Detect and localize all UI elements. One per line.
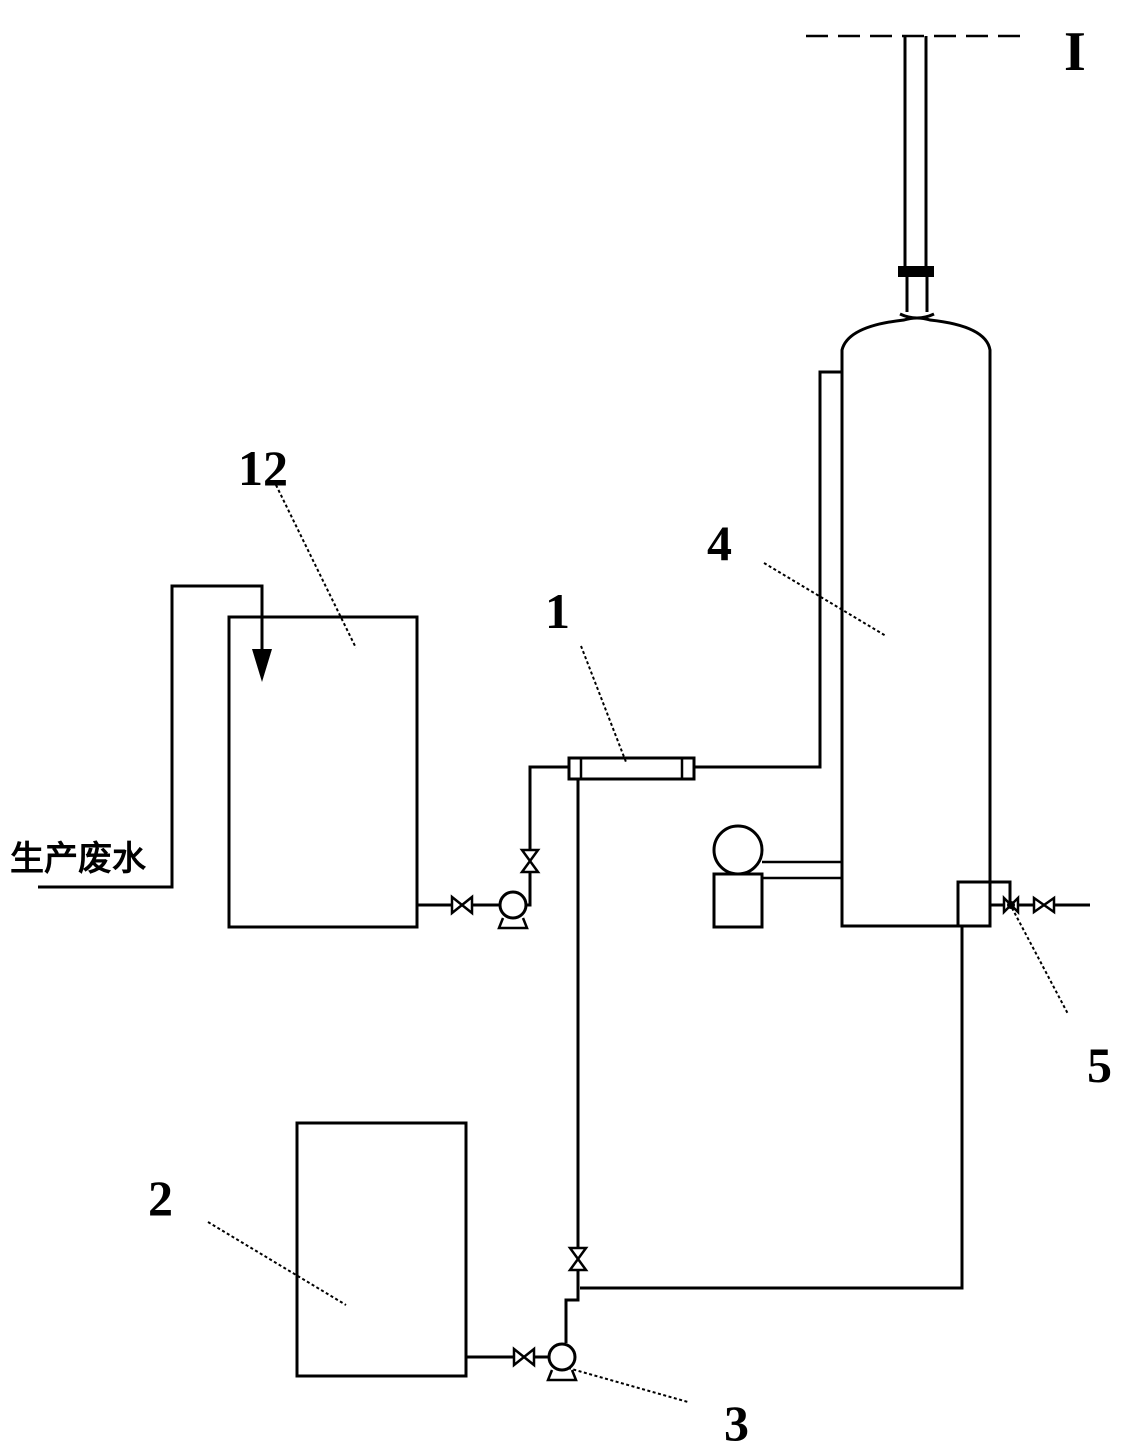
tank-2 (295, 1121, 468, 1378)
label-4: 4 (707, 515, 732, 571)
leader-3 (567, 1367, 689, 1403)
wastewater-label: 生产废水 (10, 839, 147, 879)
vessel-return-pipe (580, 926, 964, 1290)
blower-icon (712, 824, 842, 929)
exchanger-to-vessel-pipe (694, 370, 842, 769)
label-i: I (1064, 21, 1086, 83)
leader-2 (207, 1221, 347, 1306)
leader-12 (275, 484, 357, 649)
label-3: 3 (724, 1395, 749, 1449)
vessel-4 (840, 316, 992, 928)
valve-icon (519, 848, 541, 874)
inlet-arrow (252, 649, 272, 682)
wastewater-inlet-pipe (38, 584, 264, 889)
label-12: 12 (238, 440, 288, 496)
tank-12 (227, 615, 419, 929)
pump-icon (497, 890, 529, 930)
heat-exchanger-1 (567, 756, 696, 781)
leader-4 (763, 562, 887, 637)
pump-3-icon (546, 1342, 578, 1382)
label-1: 1 (545, 583, 570, 639)
valve-icon (1032, 895, 1056, 915)
valve-icon (512, 1346, 536, 1368)
label-5: 5 (1087, 1037, 1112, 1093)
valve-icon (567, 1246, 589, 1272)
leader-1 (580, 645, 627, 763)
valve-5-icon (1002, 894, 1020, 916)
exhaust-stack (898, 36, 935, 320)
leader-5 (1011, 907, 1069, 1015)
valve-icon (450, 894, 474, 916)
label-2: 2 (148, 1170, 173, 1226)
